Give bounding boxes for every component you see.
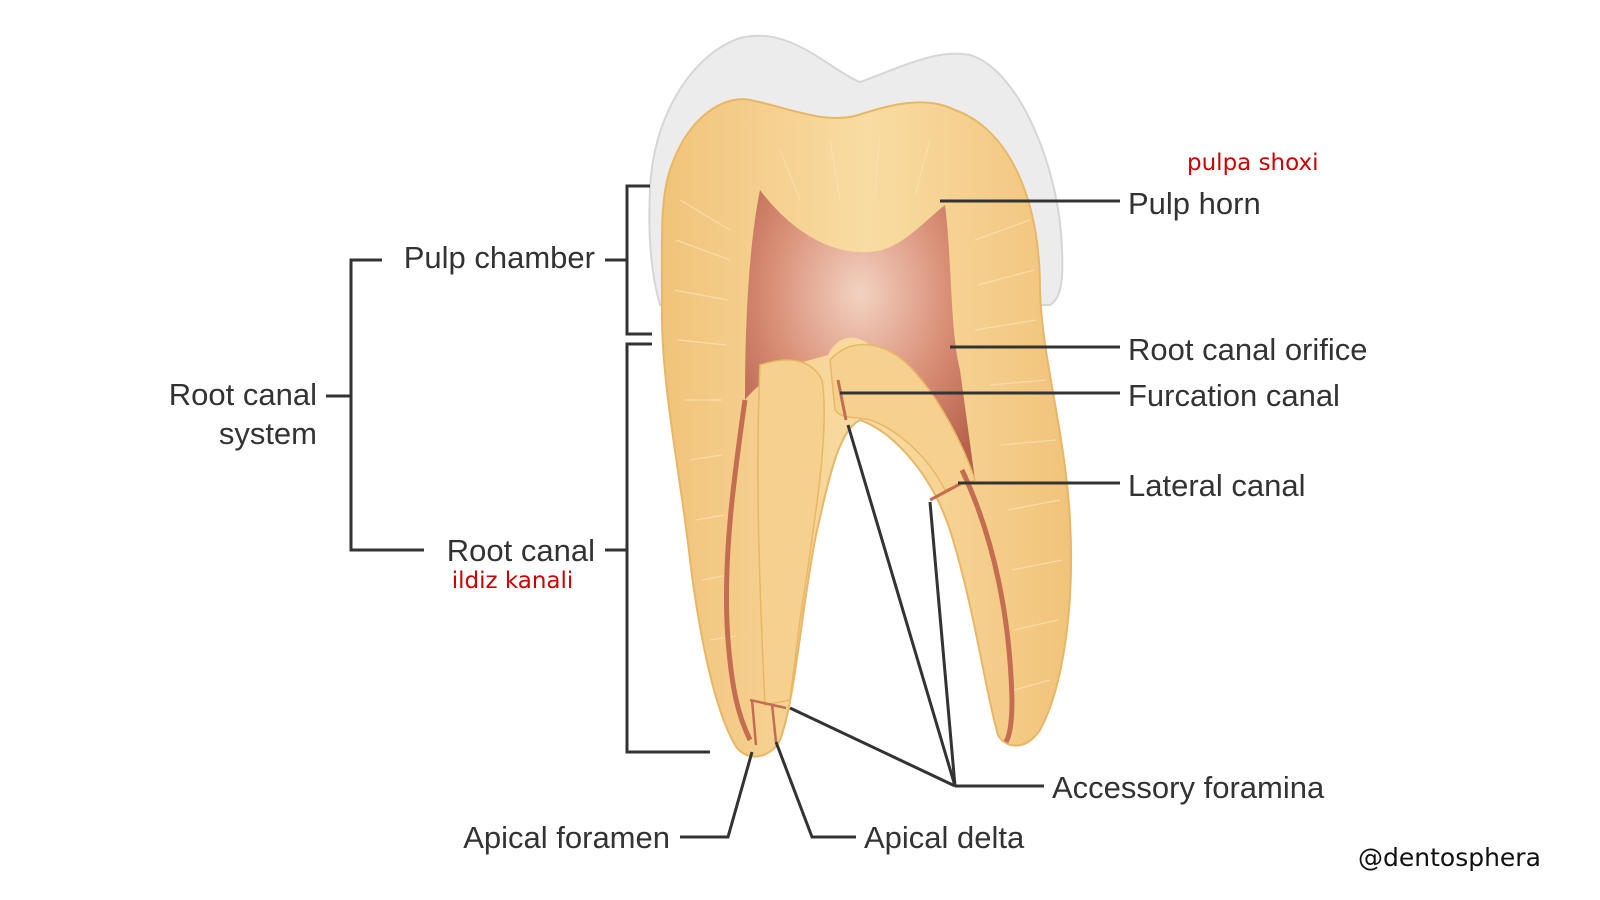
leader-lines bbox=[326, 184, 1120, 839]
root-canal-mesial bbox=[723, 399, 753, 742]
label-lateral-canal: Lateral canal bbox=[1128, 468, 1306, 503]
label-furcation-canal: Furcation canal bbox=[1128, 378, 1340, 413]
label-pulp-chamber: Pulp chamber bbox=[403, 240, 595, 275]
translation-pulp-horn: pulpa shoxi bbox=[1187, 150, 1319, 176]
label-pulp-horn: Pulp horn bbox=[1128, 186, 1261, 221]
lateral-canal-shape bbox=[929, 482, 961, 502]
label-root-canal-system-line1: Root canal bbox=[168, 377, 317, 412]
root-canal-system-bracket bbox=[349, 258, 424, 552]
credit-watermark: @dentosphera bbox=[1358, 843, 1541, 872]
translation-root-canal: ildiz kanali bbox=[451, 568, 574, 594]
furcation-canal-shape bbox=[836, 379, 848, 421]
root-canal-bracket bbox=[625, 342, 710, 754]
root-canal-distal bbox=[959, 468, 1015, 744]
label-accessory-foramina: Accessory foramina bbox=[1052, 770, 1325, 805]
label-root-canal: Root canal bbox=[446, 533, 595, 568]
pulp-chamber-bracket bbox=[625, 184, 652, 336]
label-root-canal-system-line2: system bbox=[218, 416, 317, 451]
label-apical-foramen: Apical foramen bbox=[463, 820, 670, 855]
label-apical-delta: Apical delta bbox=[864, 820, 1025, 855]
mesial-root-inner bbox=[757, 359, 825, 706]
label-root-canal-orifice: Root canal orifice bbox=[1128, 332, 1368, 367]
furcation-dentin bbox=[829, 343, 976, 491]
apical-delta-branches bbox=[749, 698, 787, 746]
